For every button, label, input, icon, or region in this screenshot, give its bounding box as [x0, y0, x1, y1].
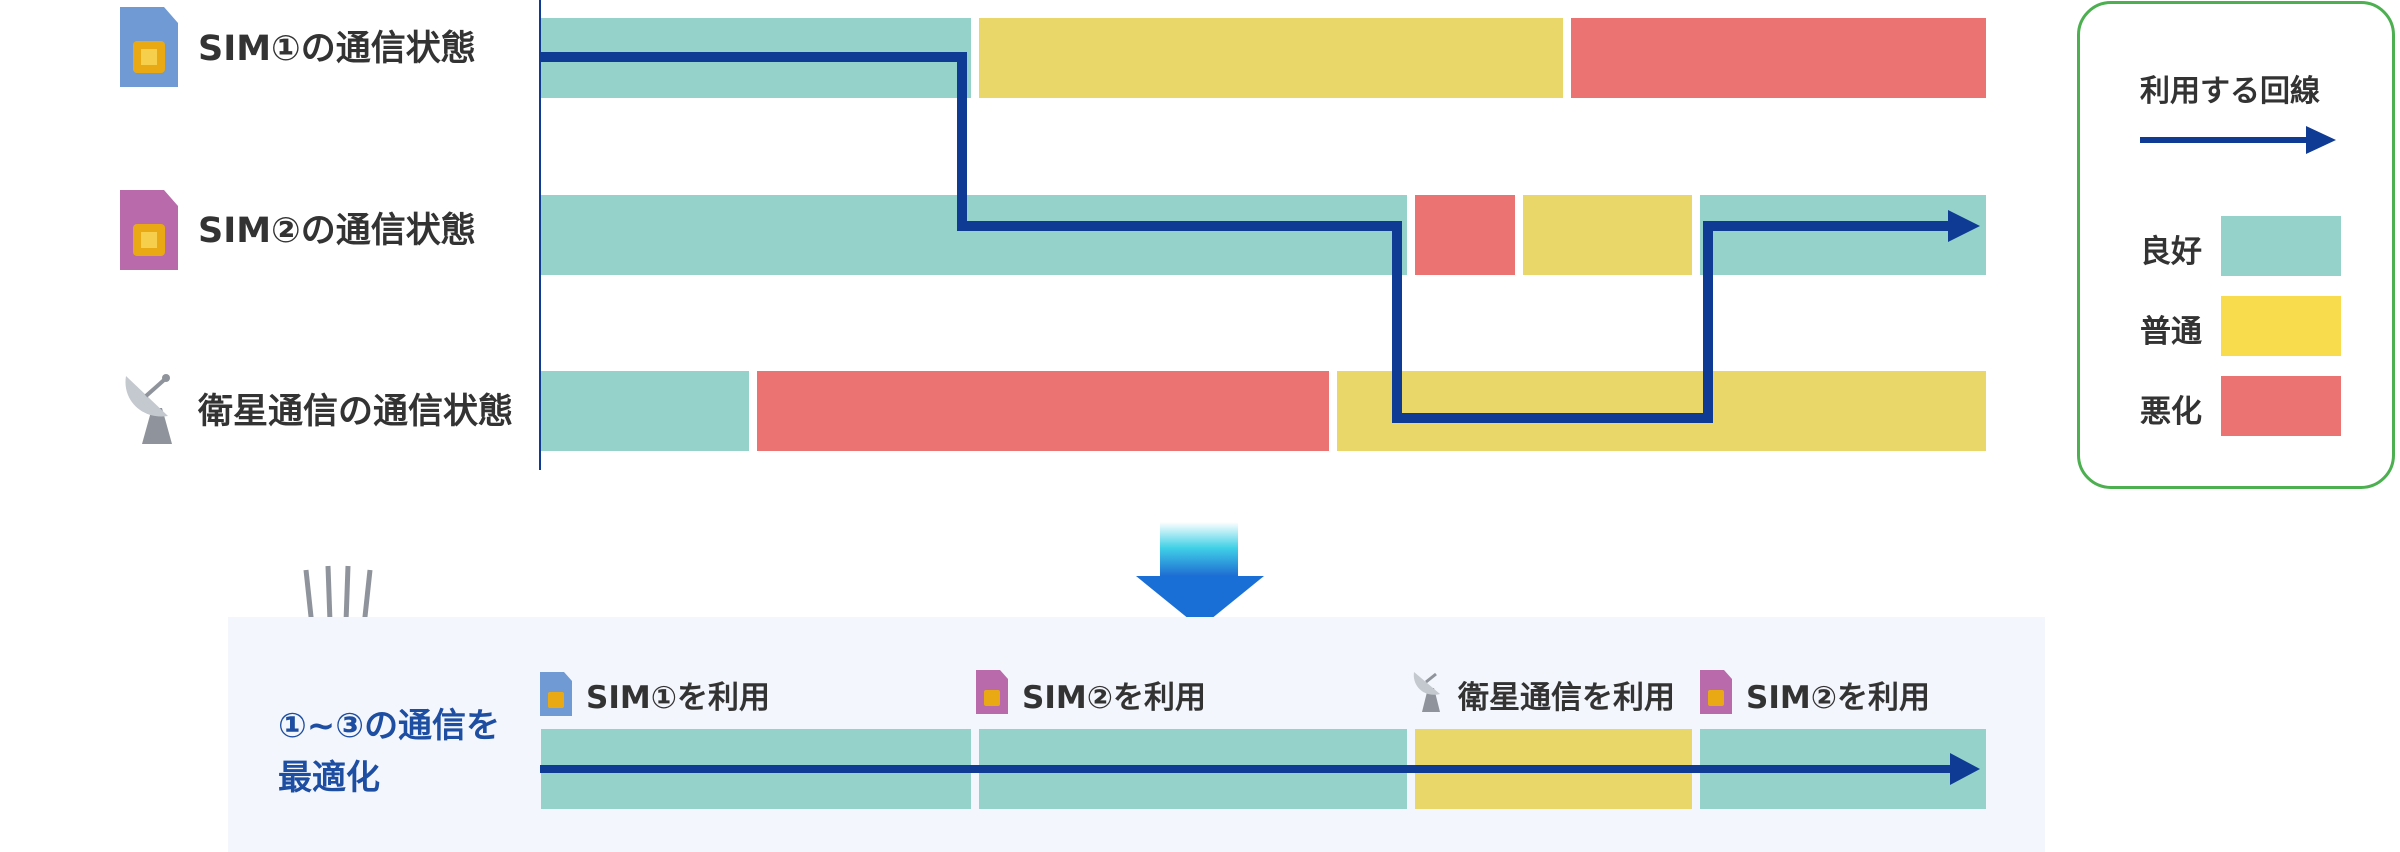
- legend-swatch-normal: [2221, 296, 2341, 356]
- legend-label-good: 良好: [2140, 234, 2202, 270]
- legend-label-normal: 普通: [2140, 314, 2202, 350]
- legend: 利用する回線 良好 普通 悪化: [2077, 1, 2395, 489]
- status-segment-bad: [1415, 195, 1515, 275]
- status-segment-normal: [979, 18, 1563, 98]
- legend-title: 利用する回線: [2140, 74, 2320, 109]
- status-segment-normal: [1337, 371, 1986, 451]
- status-segment-bad: [757, 371, 1329, 451]
- legend-route-arrow-icon: [2140, 126, 2336, 154]
- route-line: [540, 52, 1964, 423]
- legend-label-bad: 悪化: [2140, 394, 2202, 430]
- legend-swatch-good: [2221, 216, 2341, 276]
- sim-card-purple-icon: [976, 670, 1008, 714]
- sim-card-purple-icon: [120, 190, 178, 270]
- sim-card-blue-icon: [540, 672, 572, 716]
- status-segment-good: [541, 195, 1407, 275]
- row-label-sim1: SIM①の通信状態: [198, 29, 476, 69]
- optimized-route-arrowhead: [1950, 753, 1980, 785]
- row-label-satellite: 衛星通信の通信状態: [198, 392, 514, 432]
- status-bars: [541, 18, 1986, 451]
- status-segment-good: [541, 371, 749, 451]
- satellite-dish-icon: [1413, 672, 1440, 712]
- status-segment-bad: [1571, 18, 1986, 98]
- segment-label-sim2-second: SIM②を利用: [1746, 680, 1930, 716]
- sim-card-blue-icon: [120, 7, 178, 87]
- row-label-sim2: SIM②の通信状態: [198, 211, 476, 251]
- sim-card-purple-icon: [1700, 670, 1732, 714]
- segment-label-sim2: SIM②を利用: [1022, 680, 1206, 716]
- status-segment-normal: [1523, 195, 1692, 275]
- legend-swatch-bad: [2221, 376, 2341, 436]
- satellite-dish-icon: [125, 374, 172, 444]
- optimize-label-line2: 最適化: [278, 758, 380, 798]
- down-arrow-icon: [1136, 522, 1264, 628]
- segment-label-satellite: 衛星通信を利用: [1458, 680, 1675, 716]
- optimize-label: ①~③の通信を 最適化: [278, 700, 500, 804]
- route-arrowhead: [1948, 210, 1980, 242]
- status-segment-good: [1700, 195, 1986, 275]
- optimize-label-line1: ①~③の通信を: [278, 706, 501, 746]
- segment-label-sim1: SIM①を利用: [586, 680, 770, 716]
